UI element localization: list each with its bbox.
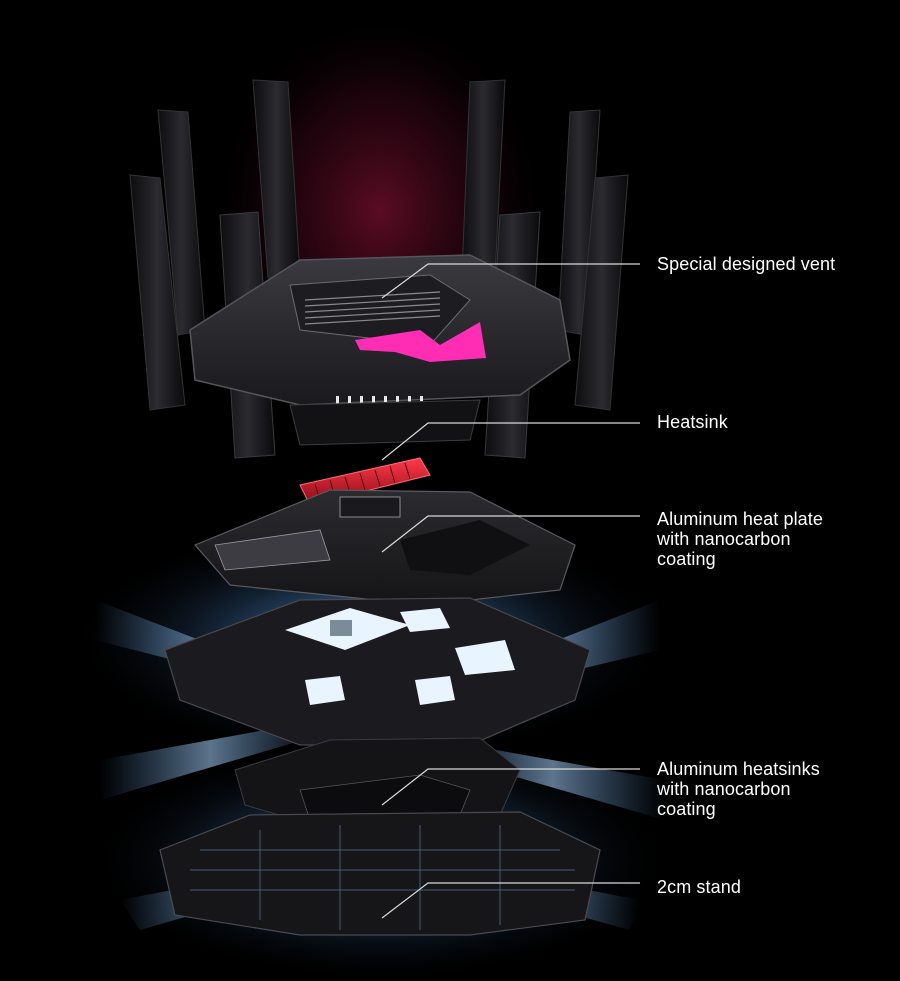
callout-line-vent xyxy=(381,263,640,299)
callout-line-stand xyxy=(381,882,640,919)
callout-line-heatsink xyxy=(381,422,640,461)
aluminum-heat-plate xyxy=(193,489,576,606)
callout-label-heat-plate: Aluminum heat plate with nanocarbon coat… xyxy=(657,509,823,569)
router-top-body xyxy=(189,254,571,446)
front-leds xyxy=(336,396,423,406)
pcb-board xyxy=(164,597,591,746)
vent-slats xyxy=(304,291,441,325)
callout-label-heatsinks: Aluminum heatsinks with nanocarbon coati… xyxy=(657,759,820,819)
router-base-stand xyxy=(159,811,601,936)
callout-label-stand: 2cm stand xyxy=(657,877,741,897)
rog-logo-lights xyxy=(355,322,486,362)
callout-label-heatsink: Heatsink xyxy=(657,412,728,432)
callout-lines xyxy=(381,263,640,919)
aluminum-heatsinks xyxy=(234,737,521,831)
callout-line-heatsinks xyxy=(381,768,640,806)
callout-label-vent: Special designed vent xyxy=(657,254,836,274)
callout-line-heat-plate xyxy=(381,515,640,553)
